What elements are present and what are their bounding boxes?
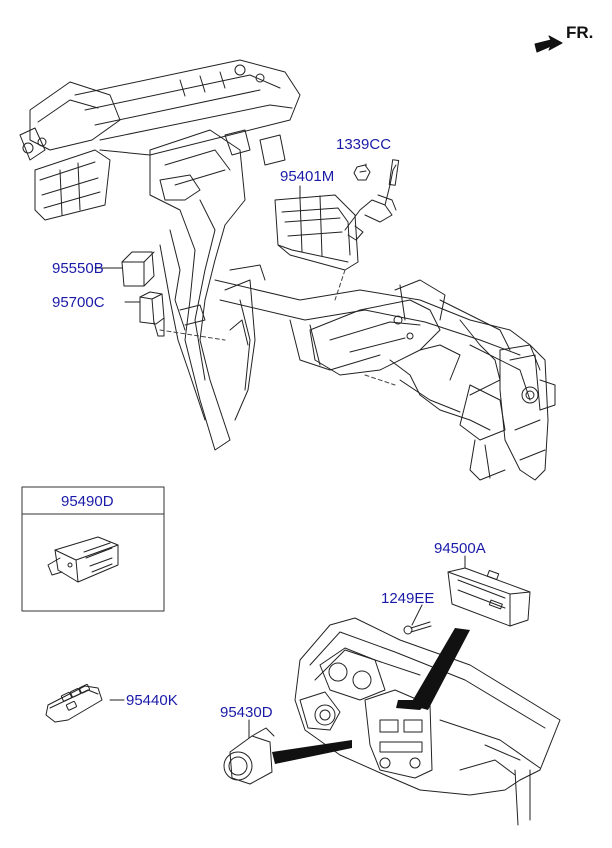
antenna-cable: [344, 159, 400, 241]
leader-arrow-94500A: [410, 628, 470, 710]
module-94500A: [447, 567, 531, 627]
part-label-95401M[interactable]: 95401M: [280, 168, 335, 185]
part-label-95440K[interactable]: 95440K: [126, 692, 178, 709]
part-label-1339CC[interactable]: 1339CC: [336, 136, 392, 153]
module-95401M: [274, 194, 359, 271]
crash-pad: [294, 617, 561, 826]
part-label-95430D[interactable]: 95430D: [220, 704, 273, 721]
part-label-95490D[interactable]: 95490D: [61, 493, 114, 510]
front-direction-label: FR.: [566, 23, 594, 42]
part-label-1249EE[interactable]: 1249EE: [381, 590, 435, 607]
front-direction-arrow-icon: [534, 35, 563, 53]
screw-1249EE: [403, 621, 432, 635]
part-box-95490D: [21, 486, 165, 612]
clip-1339CC: [353, 164, 371, 181]
module-95490D: [47, 536, 119, 583]
relay-95550B: [121, 251, 155, 287]
part-label-95700C[interactable]: 95700C: [52, 294, 105, 311]
start-button-95430D: [223, 727, 275, 785]
cowl-cross-bar: [19, 59, 556, 481]
smart-key-95440K: [45, 683, 103, 723]
leader-arrow-start-button: [272, 740, 352, 764]
part-label-94500A[interactable]: 94500A: [434, 540, 486, 557]
part-label-95550B[interactable]: 95550B: [52, 260, 104, 277]
bracket-95700C: [139, 291, 165, 337]
